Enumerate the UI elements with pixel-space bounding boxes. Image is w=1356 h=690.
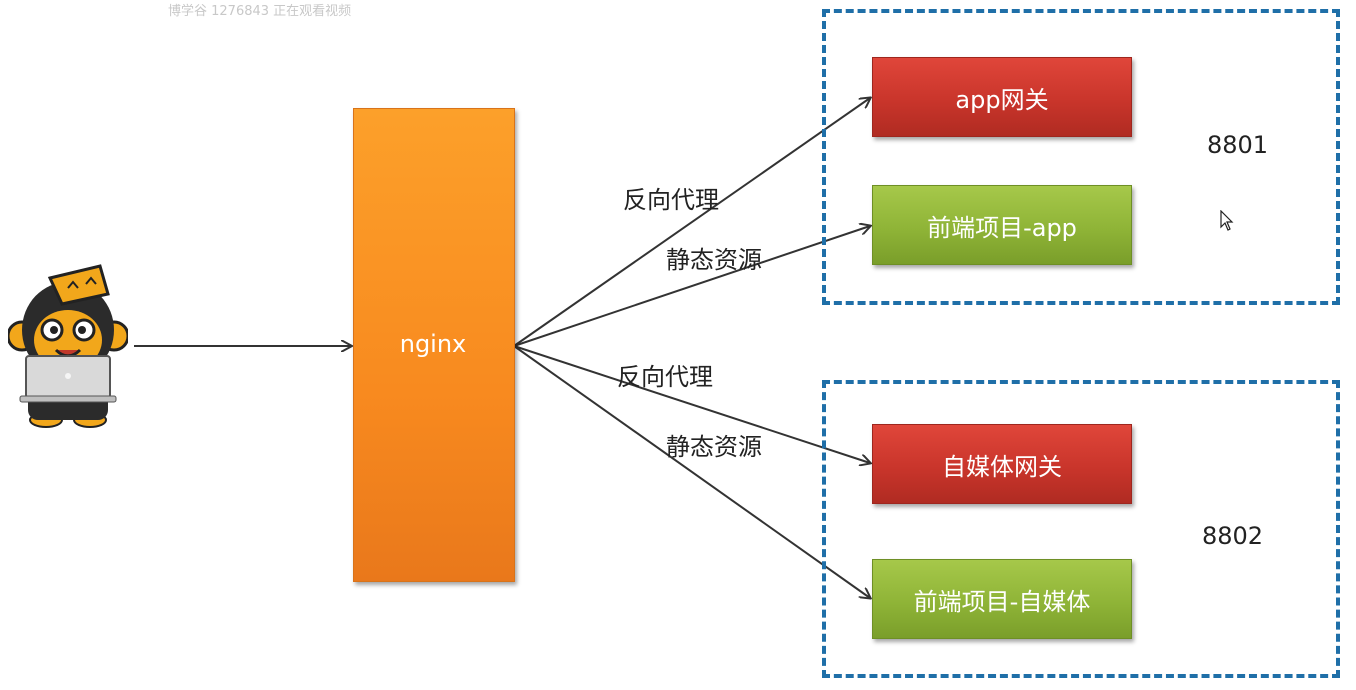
arrow-nginx-to-frontend-media	[513, 345, 870, 598]
edge-label-static-2: 静态资源	[666, 433, 762, 461]
service-label: 自媒体网关	[942, 452, 1062, 481]
service-label: app网关	[955, 85, 1049, 114]
user-mascot-icon	[6, 258, 130, 428]
port-label-8802: 8802	[1202, 522, 1264, 550]
mouse-pointer-icon	[1220, 209, 1234, 236]
service-app-gateway: app网关	[872, 57, 1132, 137]
service-media-gateway: 自媒体网关	[872, 424, 1132, 504]
edge-label-static-1: 静态资源	[666, 246, 762, 274]
port-label-8801: 8801	[1207, 131, 1269, 159]
service-frontend-app: 前端项目-app	[872, 185, 1132, 265]
edge-label-reverse-proxy-2: 反向代理	[617, 363, 713, 391]
watermark-text: 博学谷 1276843 正在观看视频	[168, 4, 352, 19]
nginx-box	[353, 108, 515, 582]
arrow-nginx-to-app-gateway	[513, 98, 870, 347]
service-frontend-media: 前端项目-自媒体	[872, 559, 1132, 639]
edge-label-reverse-proxy-1: 反向代理	[623, 186, 719, 214]
port-group-8802	[822, 380, 1340, 678]
service-label: 前端项目-自媒体	[913, 587, 1091, 616]
service-label: 前端项目-app	[927, 213, 1077, 242]
arrow-nginx-to-frontend-app	[513, 226, 870, 347]
arrow-nginx-to-media-gateway	[513, 345, 870, 463]
port-group-8801	[822, 9, 1340, 305]
nginx-label: nginx	[399, 330, 467, 358]
